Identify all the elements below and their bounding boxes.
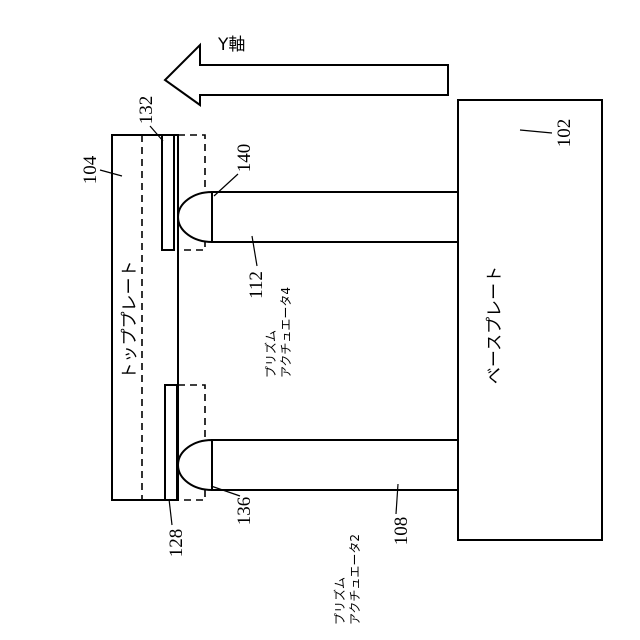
pad-lower-leader bbox=[169, 499, 172, 525]
actuator-2-ref: 108 bbox=[391, 517, 412, 546]
actuator-4-name-line2: アクチュエータ4 bbox=[279, 287, 293, 378]
y-axis-label: Y軸 bbox=[217, 35, 245, 55]
base-plate bbox=[458, 100, 602, 540]
actuator-4-tip bbox=[178, 192, 212, 242]
pad-upper bbox=[162, 135, 174, 250]
prism-actuator-2 bbox=[212, 440, 458, 490]
top-plate-label: トッププレート bbox=[120, 261, 140, 380]
prism-actuator-4 bbox=[212, 192, 458, 242]
pad-lower bbox=[165, 385, 177, 500]
actuator-2-tip bbox=[178, 440, 212, 490]
top-plate-ref: 104 bbox=[80, 155, 101, 184]
actuator-2-name-line2: アクチュエータ2 bbox=[348, 534, 362, 625]
actuator-2-name-line1: プリズム bbox=[332, 577, 347, 625]
pad-upper-ref: 132 bbox=[136, 96, 157, 125]
actuator-4-name-line1: プリズム bbox=[263, 330, 278, 378]
base-plate-ref: 102 bbox=[554, 119, 575, 148]
actuator-4-ref: 112 bbox=[246, 271, 267, 299]
base-plate-label: ベースプレート bbox=[485, 266, 505, 384]
pad-lower-ref: 128 bbox=[166, 529, 187, 558]
actuator-4-tip-ref: 140 bbox=[234, 144, 255, 173]
y-axis-arrow bbox=[165, 45, 448, 105]
actuator-2-tip-ref: 136 bbox=[234, 497, 255, 526]
